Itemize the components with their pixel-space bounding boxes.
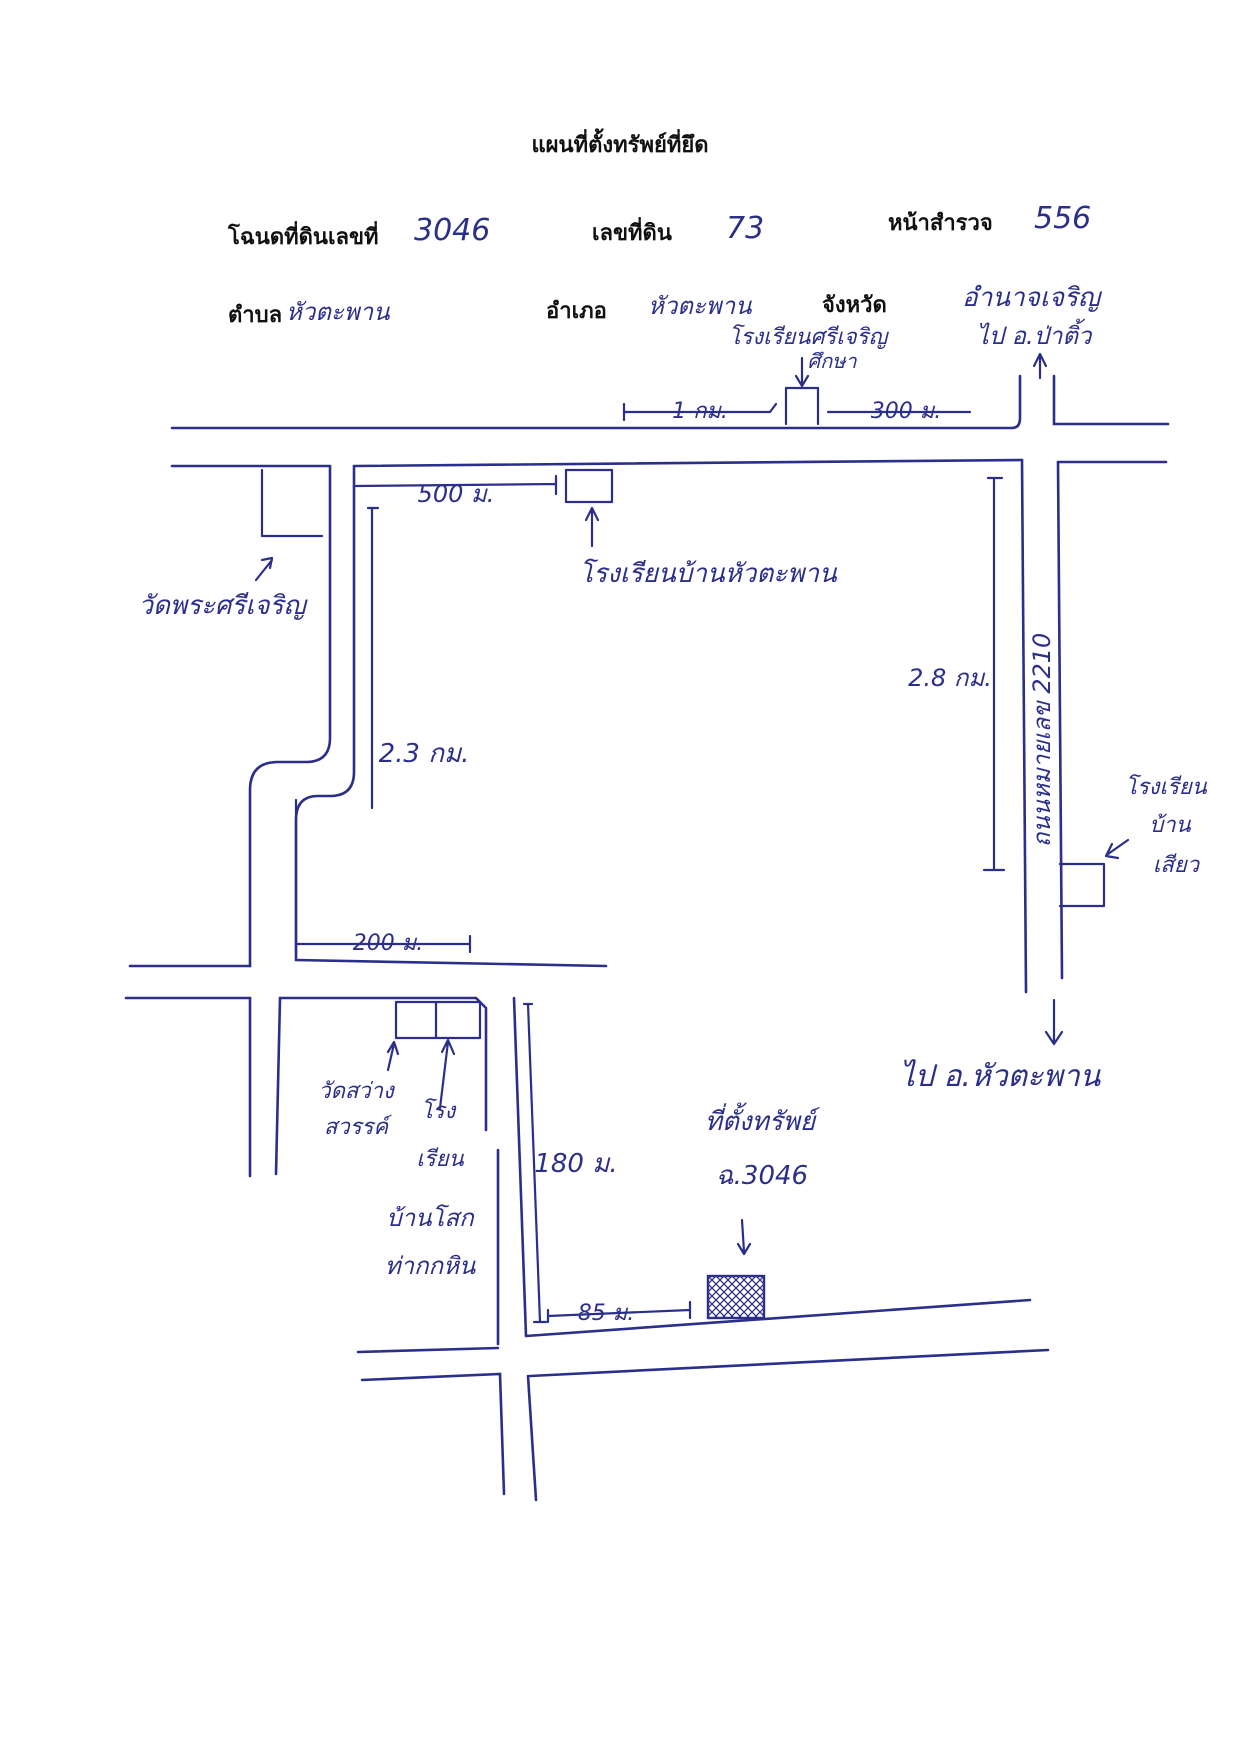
arrow-to-school-sri-charoen (794, 356, 810, 388)
road-top-upper-edge (170, 374, 1022, 430)
dist-2-8km-label: 2.8 กม. (908, 664, 992, 692)
to-pa-tio-label: ไป อ.ป่าติ้ว (977, 318, 1093, 350)
seized-property-parcel (706, 1274, 766, 1320)
school-ban-hua-taphan-label: โรงเรียนบ้านหัวตะพาน (579, 558, 838, 589)
road-bottom-lower-right (528, 1348, 1050, 1378)
road-bottom-vert-right (526, 1374, 538, 1502)
dist-2-3km-label: 2.3 กม. (379, 739, 470, 769)
road-bottom-lower-left (360, 1372, 506, 1496)
arrow-to-school (438, 1038, 456, 1110)
wat-phra-sri-charoen-building (260, 468, 324, 538)
school-sri-charoen-label-2: ศึกษา (807, 349, 857, 373)
school-ban-hua-taphan-building (564, 468, 614, 504)
school-ban-lao-label-1: โรงเรียน (1125, 774, 1208, 800)
arrow-to-property (736, 1218, 752, 1256)
property-label-1: ที่ตั้งทรัพย์ (705, 1102, 820, 1137)
dist-2-8km-line (982, 476, 1006, 872)
survey-label: หน้าสำรวจ (888, 210, 993, 236)
survey-value: 556 (1034, 201, 1091, 236)
arrow-to-hua-taphan (1044, 998, 1064, 1046)
province-label: จังหวัด (822, 292, 887, 318)
wat-and-school-buildings (394, 1000, 482, 1040)
property-label-2: ฉ.3046 (716, 1161, 808, 1191)
road-middle-lower-left (124, 996, 252, 1178)
subdistrict-value: หัวตะพาน (286, 298, 390, 326)
pointer-arrows (254, 352, 1130, 1256)
wat-sawang-label-2: สวรรค์ (324, 1114, 393, 1140)
subdistrict-label: ตำบล (228, 302, 282, 328)
district-value: หัวตะพาน (648, 292, 752, 320)
dist-200m-line (294, 798, 472, 958)
arrow-to-wat-sawang (386, 1040, 400, 1072)
school-label-2: เรียน (416, 1147, 464, 1172)
road-bottom-upper-right (524, 1298, 1032, 1338)
road-top-lower-edge-mid (352, 458, 1024, 468)
land-no-label: เลขที่ดิน (592, 216, 672, 246)
deed-label: โฉนดที่ดินเลขที่ (227, 220, 379, 250)
district-label: อำเภอ (546, 298, 607, 324)
arrow-to-school-ban-hua-taphan (584, 506, 600, 548)
dist-180m-line (522, 1002, 548, 1324)
road-bottom-upper-left (356, 1346, 500, 1354)
road-middle-lower-vert (274, 996, 282, 1176)
left-vertical-dimension (366, 506, 380, 810)
land-no-value: 73 (726, 211, 764, 246)
dist-1km-label: 1 กม. (672, 399, 728, 424)
highway-2210-label: ถนนหมายเลข 2210 (1028, 633, 1056, 848)
school-label-4: ท่ากกหิน (385, 1252, 476, 1280)
to-hua-taphan-label: ไป อ.หัวตะพาน (900, 1059, 1102, 1094)
school-sri-charoen-label-1: โรงเรียนศรีเจริญ (729, 324, 890, 350)
highway-2210-left-edge (1020, 458, 1028, 994)
wat-phra-sri-charoen-label: วัดพระศรีเจริญ (138, 591, 308, 621)
dist-500m-label: 500 ม. (418, 480, 495, 508)
road-lower-right-edge (512, 996, 528, 1338)
school-sri-charoen-building (784, 386, 820, 426)
dist-180m-label: 180 ม. (534, 1149, 617, 1179)
landmark-buildings (260, 386, 1106, 1320)
dist-85m-line (546, 1300, 692, 1324)
dist-300m-label: 300 ม. (871, 399, 941, 424)
school-ban-lao-label-2: บ้าน (1149, 813, 1191, 838)
school-ban-lao-building (1058, 862, 1106, 908)
arrow-to-school-ban-lao (1104, 838, 1130, 860)
school-ban-lao-label-3: เสียว (1153, 853, 1201, 878)
school-label-1: โรง (421, 1098, 458, 1124)
road-top-upper-edge-right (1052, 374, 1170, 426)
page-title: แผนที่ตั้งทรัพย์ที่ยึด (531, 128, 708, 158)
highway-2210-right-edge (1056, 460, 1064, 980)
school-label-3: บ้านโสก (386, 1204, 475, 1232)
arrow-to-wat-phra-sri-charoen (254, 556, 274, 582)
dist-500m-line (354, 474, 558, 496)
arrow-to-pa-tio (1032, 352, 1048, 380)
dist-1km-line (622, 402, 778, 422)
road-middle-upper-right (294, 958, 608, 968)
road-left-outer-edge (248, 464, 332, 968)
map-labels: โรงเรียนศรีเจริญ ศึกษา ไป อ.ป่าติ้ว โรงเ… (138, 318, 1207, 1280)
province-value: อำนาจเจริญ (962, 283, 1103, 313)
distance-markers: 1 กม. 300 ม. 500 ม. 2.8 กม. 2.3 กม. 200 … (294, 399, 1006, 1326)
dist-85m-label: 85 ม. (578, 1301, 634, 1326)
road-left-inner-edge (294, 464, 356, 962)
dist-200m-label: 200 ม. (353, 931, 423, 956)
road-network (124, 374, 1170, 1502)
wat-sawang-label-1: วัดสว่าง (318, 1079, 396, 1104)
deed-value: 3046 (414, 213, 490, 248)
